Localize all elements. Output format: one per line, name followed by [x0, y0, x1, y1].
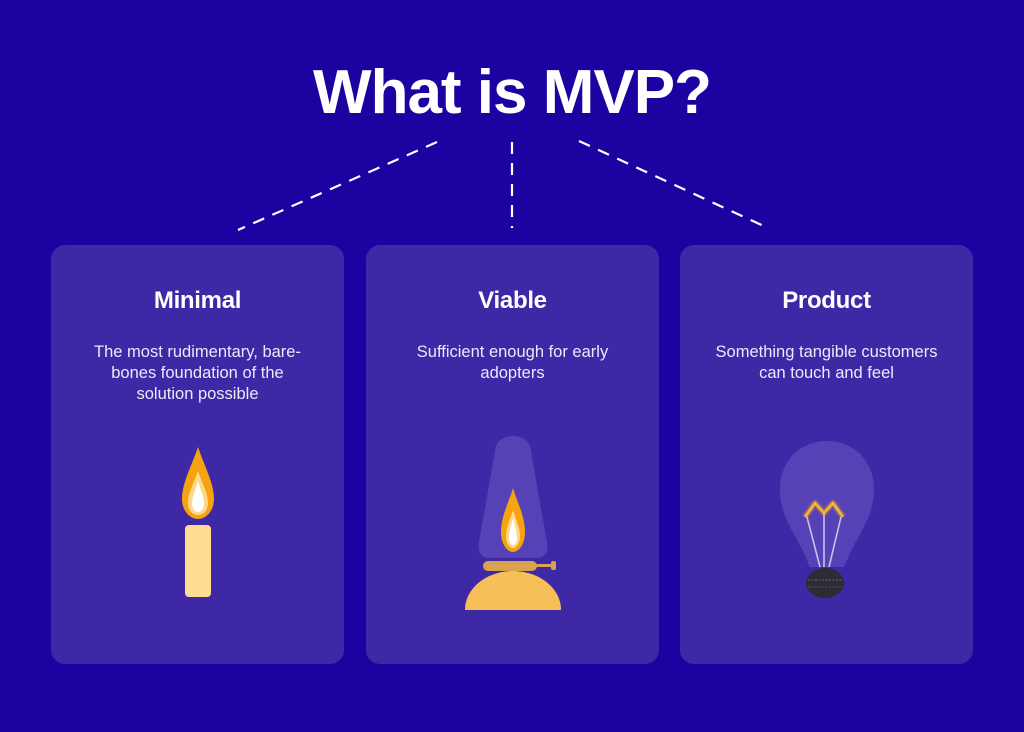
page-title: What is MVP? [313, 58, 712, 127]
oil-lamp-icon [366, 432, 659, 617]
connector-left [237, 140, 438, 232]
dashed-connectors [237, 140, 769, 232]
card-viable: Viable Sufficient enough for early adopt… [366, 245, 659, 664]
card-description: Sufficient enough for early adopters [416, 343, 609, 382]
candle-icon [51, 443, 344, 603]
connector-right [578, 140, 769, 229]
card-product: Product Something tangible customers can… [680, 245, 973, 664]
card-title: Product [782, 287, 871, 314]
card-description: The most rudimentary, bare-bones foundat… [94, 343, 301, 403]
card-title: Minimal [153, 287, 242, 314]
card-minimal: Minimal The most rudimentary, bare-bones… [51, 245, 344, 664]
card-title: Viable [478, 287, 547, 314]
light-bulb-icon [680, 437, 973, 612]
card-description: Something tangible customers can touch a… [715, 343, 938, 382]
